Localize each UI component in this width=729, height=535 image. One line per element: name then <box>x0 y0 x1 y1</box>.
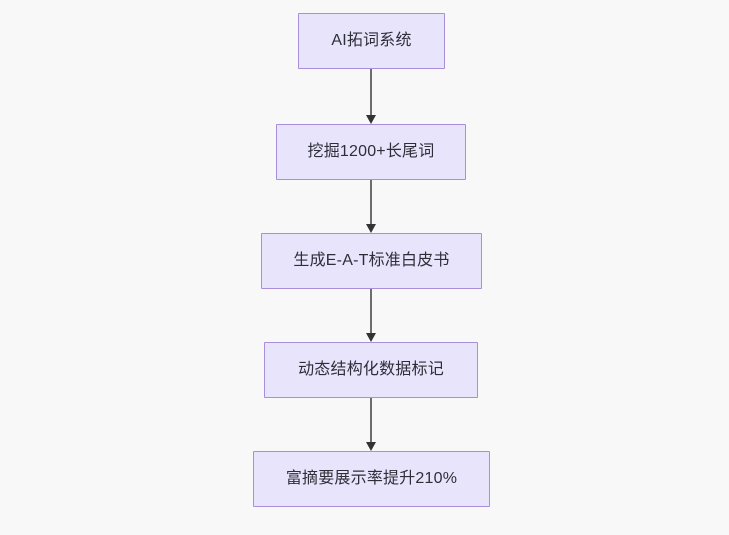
flow-node-label: 动态结构化数据标记 <box>298 361 444 378</box>
connector-line <box>369 289 373 334</box>
flow-node-label: AI拓词系统 <box>331 32 412 49</box>
flow-node-dynamic-structured-data-markup[interactable]: 动态结构化数据标记 <box>264 342 478 398</box>
flow-node-label: 富摘要展示率提升210% <box>285 470 458 487</box>
connector-line <box>369 398 373 443</box>
flow-node-mine-longtail-keywords[interactable]: 挖掘1200+长尾词 <box>276 124 466 180</box>
flow-node-generate-eat-whitepaper[interactable]: 生成E-A-T标准白皮书 <box>261 233 482 289</box>
arrowhead-icon <box>365 442 376 451</box>
flow-node-rich-snippet-rate-increase[interactable]: 富摘要展示率提升210% <box>253 451 490 507</box>
flow-node-ai-keyword-system[interactable]: AI拓词系统 <box>298 13 445 69</box>
connector-line <box>369 180 373 225</box>
connector-line <box>369 69 373 116</box>
arrowhead-icon <box>365 333 376 342</box>
arrowhead-icon <box>365 224 376 233</box>
arrowhead-icon <box>365 115 376 124</box>
flow-node-label: 生成E-A-T标准白皮书 <box>293 252 450 269</box>
flow-node-label: 挖掘1200+长尾词 <box>307 143 435 160</box>
